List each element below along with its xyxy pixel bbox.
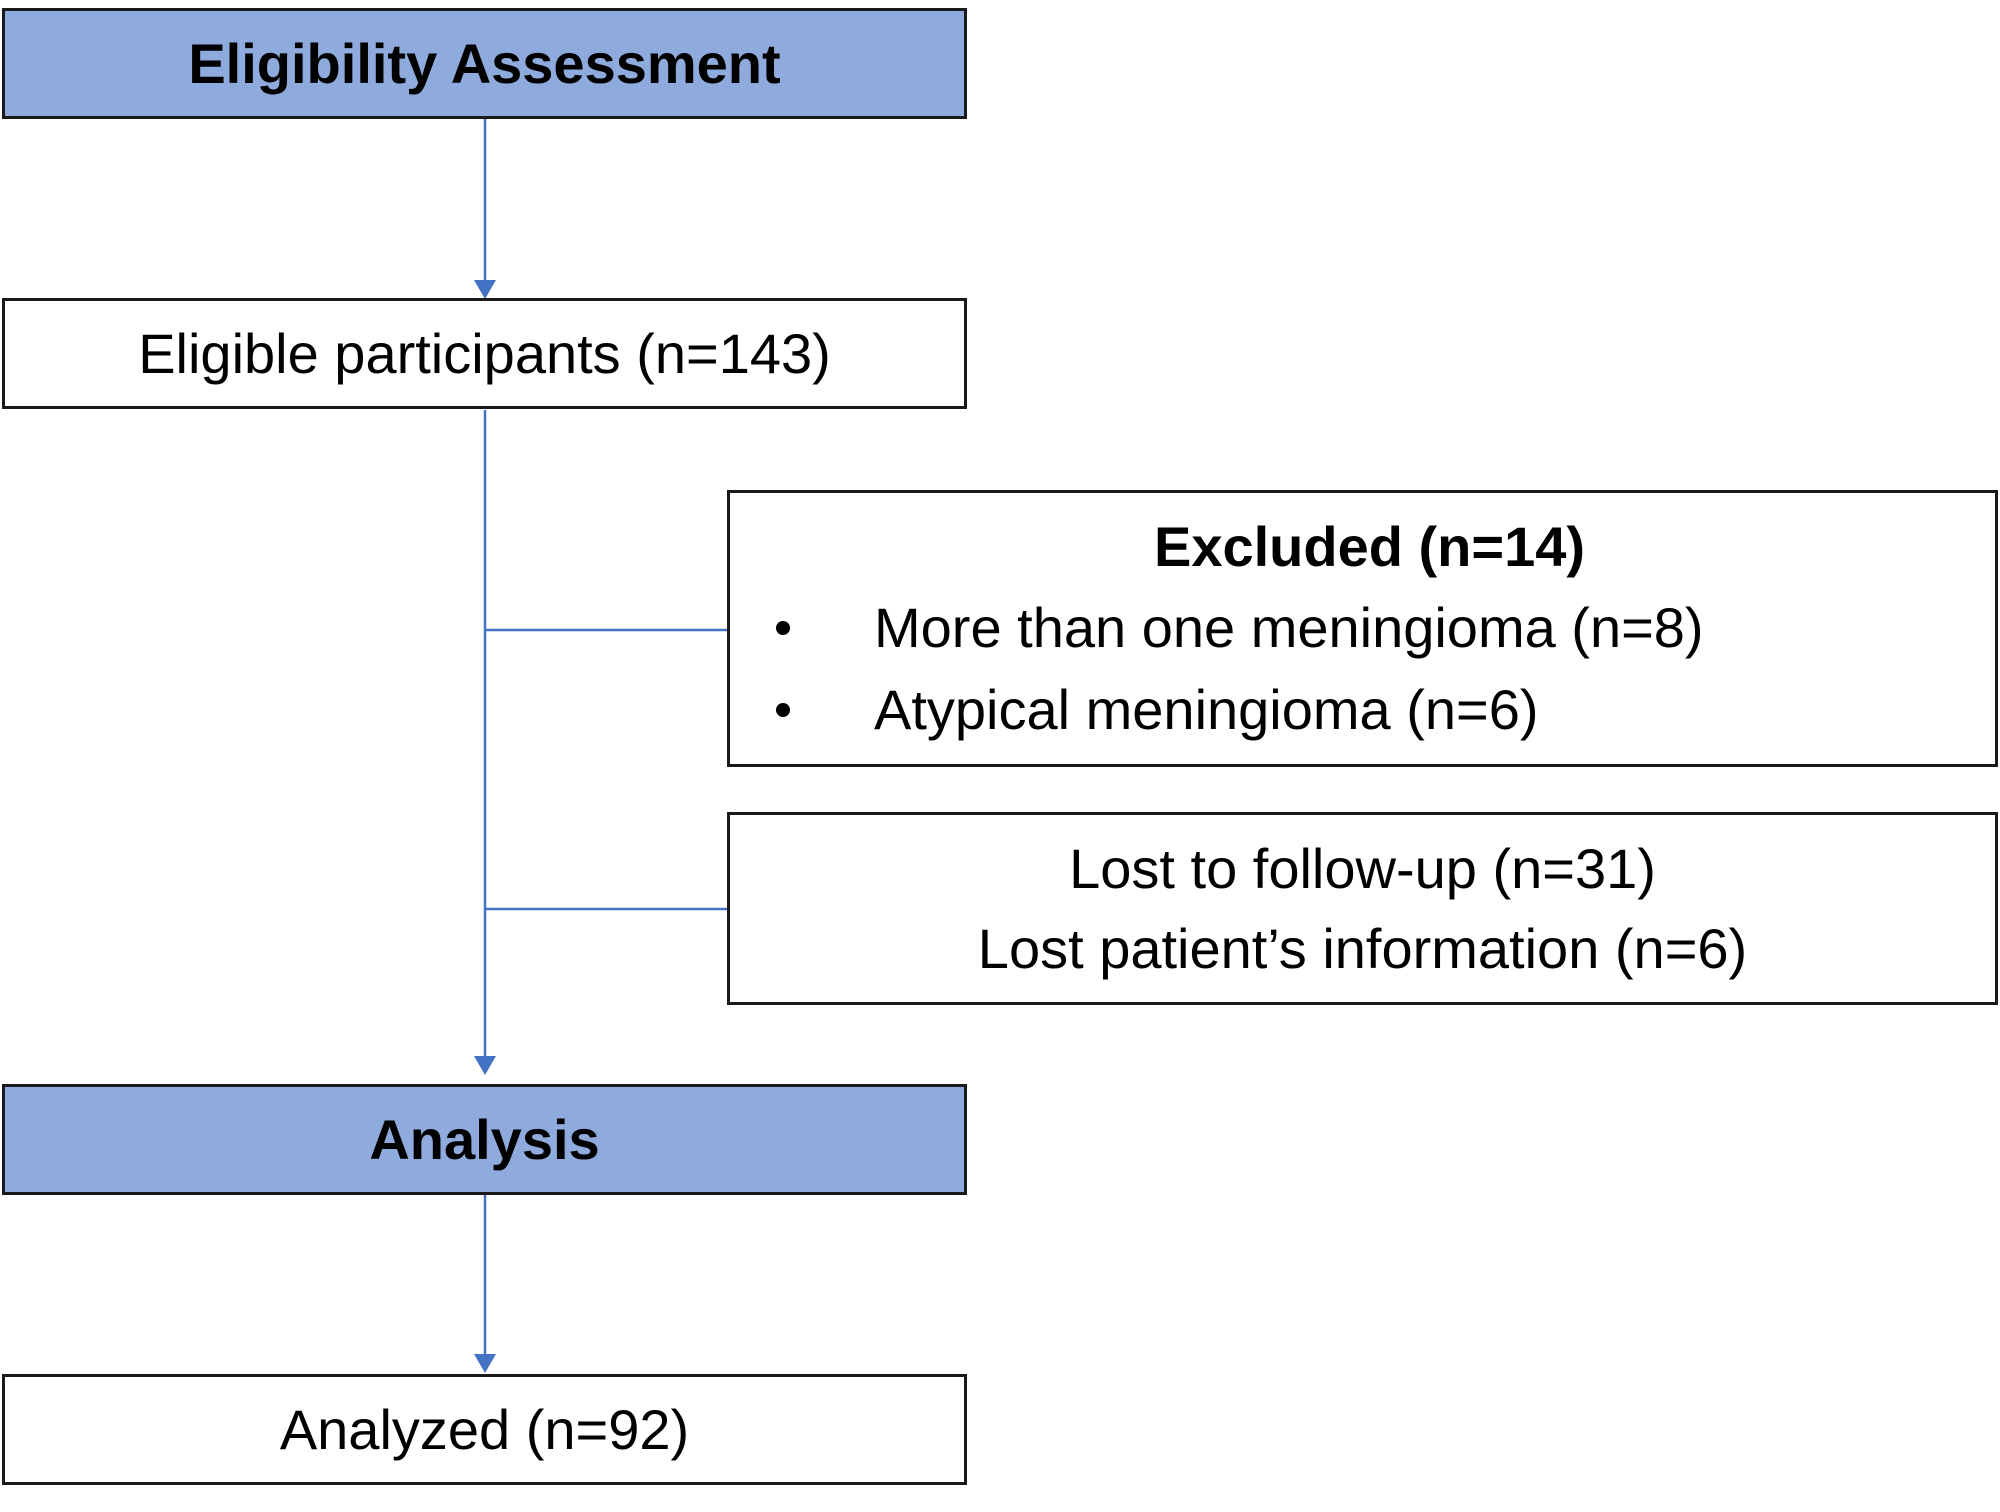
arrowhead-analyzed	[474, 1354, 496, 1373]
bullet-icon	[776, 702, 790, 717]
excluded-reason-label: Atypical meningioma (n=6)	[874, 677, 1539, 741]
excluded-reason-label: More than one meningioma (n=8)	[874, 595, 1704, 659]
analyzed-box: Analyzed (n=92)	[2, 1374, 967, 1485]
lost-box: Lost to follow-up (n=31) Lost patient’s …	[727, 812, 1998, 1005]
bullet-icon	[776, 620, 790, 635]
analyzed-label: Analyzed (n=92)	[279, 1397, 690, 1461]
eligible-participants-label: Eligible participants (n=143)	[138, 321, 831, 385]
arrowhead-eligible	[474, 280, 496, 299]
arrowhead-analysis	[474, 1056, 496, 1075]
excluded-reasons-list: More than one meningioma (n=8) Atypical …	[744, 587, 1995, 751]
eligibility-assessment-box: Eligibility Assessment	[2, 8, 967, 119]
eligibility-assessment-label: Eligibility Assessment	[188, 31, 781, 95]
lost-information-label: Lost patient’s information (n=6)	[977, 916, 1748, 980]
excluded-reason-item: More than one meningioma (n=8)	[744, 587, 1995, 669]
eligible-participants-box: Eligible participants (n=143)	[2, 298, 967, 409]
analysis-box: Analysis	[2, 1084, 967, 1195]
lost-follow-up-label: Lost to follow-up (n=31)	[1069, 836, 1656, 900]
excluded-title: Excluded (n=14)	[1153, 514, 1586, 578]
excluded-reason-item: Atypical meningioma (n=6)	[744, 669, 1995, 751]
excluded-box: Excluded (n=14) More than one meningioma…	[727, 490, 1998, 767]
analysis-label: Analysis	[369, 1107, 600, 1171]
